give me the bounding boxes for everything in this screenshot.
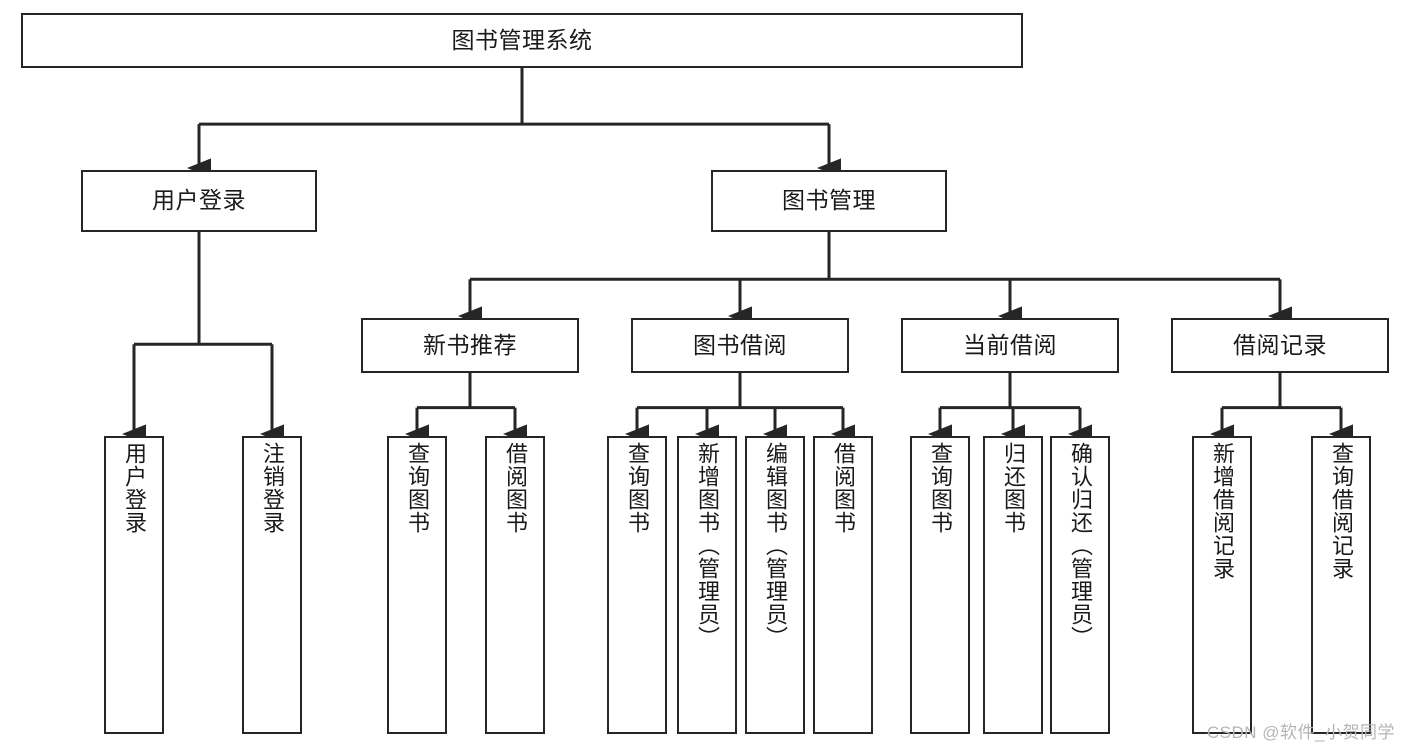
node-label: 新增图书（管理员） [694, 442, 720, 649]
node-leaf-borrow-book-1[interactable]: 借阅图书 [485, 436, 545, 734]
node-new-book-recommend[interactable]: 新书推荐 [361, 318, 579, 373]
node-label: 借阅记录 [1233, 331, 1327, 358]
node-root[interactable]: 图书管理系统 [21, 13, 1023, 68]
node-label: 查询图书 [624, 442, 650, 534]
node-label: 确认归还（管理员） [1067, 442, 1093, 649]
node-label: 借阅图书 [502, 442, 528, 534]
node-leaf-add-borrow-record[interactable]: 新增借阅记录 [1192, 436, 1252, 734]
node-leaf-query-book-2[interactable]: 查询图书 [607, 436, 667, 734]
node-label: 图书借阅 [693, 331, 787, 358]
node-label: 查询借阅记录 [1328, 442, 1354, 580]
node-label: 新增借阅记录 [1209, 442, 1235, 580]
node-leaf-logout[interactable]: 注销登录 [242, 436, 302, 734]
node-leaf-query-book-3[interactable]: 查询图书 [910, 436, 970, 734]
watermark-text: CSDN @软件_小贺同学 [1206, 723, 1395, 742]
node-leaf-query-borrow-record[interactable]: 查询借阅记录 [1311, 436, 1371, 734]
node-label: 查询图书 [404, 442, 430, 534]
node-label: 查询图书 [927, 442, 953, 534]
node-user-login[interactable]: 用户登录 [81, 170, 317, 232]
node-label: 注销登录 [259, 442, 285, 534]
node-borrow-record[interactable]: 借阅记录 [1171, 318, 1389, 373]
node-label: 归还图书 [1000, 442, 1026, 534]
node-label: 当前借阅 [963, 331, 1057, 358]
node-leaf-borrow-book-2[interactable]: 借阅图书 [813, 436, 873, 734]
node-leaf-add-book[interactable]: 新增图书（管理员） [677, 436, 737, 734]
node-leaf-return-book[interactable]: 归还图书 [983, 436, 1043, 734]
node-label: 图书管理 [782, 187, 876, 214]
node-label: 借阅图书 [830, 442, 856, 534]
node-book-borrow[interactable]: 图书借阅 [631, 318, 849, 373]
node-label: 图书管理系统 [451, 26, 593, 53]
node-leaf-query-book-1[interactable]: 查询图书 [387, 436, 447, 734]
node-label: 新书推荐 [423, 331, 517, 358]
node-leaf-user-login[interactable]: 用户登录 [104, 436, 164, 734]
node-current-borrow[interactable]: 当前借阅 [901, 318, 1119, 373]
node-label: 编辑图书（管理员） [762, 442, 788, 649]
node-book-manage[interactable]: 图书管理 [711, 170, 947, 232]
node-leaf-confirm-return[interactable]: 确认归还（管理员） [1050, 436, 1110, 734]
node-label: 用户登录 [152, 187, 246, 214]
node-label: 用户登录 [121, 442, 147, 534]
node-leaf-edit-book[interactable]: 编辑图书（管理员） [745, 436, 805, 734]
